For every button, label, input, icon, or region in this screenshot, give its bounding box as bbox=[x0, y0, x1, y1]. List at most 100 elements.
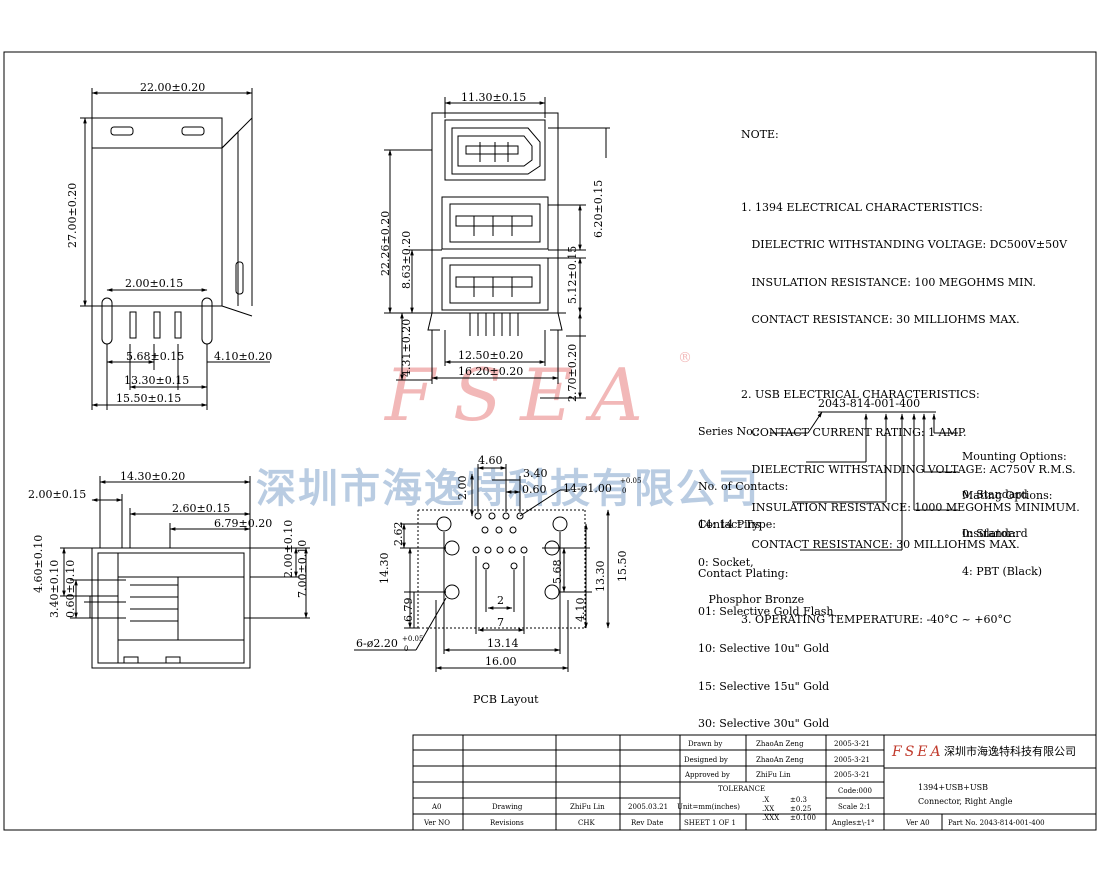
insulator-block: Insulator: 4: PBT (Black) bbox=[962, 503, 1042, 591]
front-view-dims: 22.00±0.20 27.00±0.20 2.00±0.15 5.68±0.1… bbox=[66, 81, 272, 405]
dim-side-width: 11.30±0.15 bbox=[461, 91, 526, 104]
front-view bbox=[80, 88, 270, 410]
insulator-value: 4: PBT (Black) bbox=[962, 564, 1043, 578]
tb-tol-xxx-value: ±0.100 bbox=[790, 814, 816, 822]
notes: NOTE: 1. 1394 ELECTRICAL CHARACTERISTICS… bbox=[741, 104, 1080, 639]
dim-pcb-568: 5.68 bbox=[551, 560, 564, 585]
tb-ver: Ver A0 bbox=[905, 819, 930, 827]
contact-type-block: Contact Type: 0: Socket, Phosphor Bronze bbox=[698, 494, 804, 619]
dim-base: 4.31±0.20 bbox=[400, 319, 413, 377]
dim-pcb-1314: 13.14 bbox=[487, 637, 519, 650]
notes-line: CONTACT RESISTANCE: 30 MILLIOHMS MAX. bbox=[741, 313, 1020, 326]
dim-pin-a: 5.68±0.15 bbox=[126, 350, 184, 363]
mounting-block: Mounting Options: 0: Standard bbox=[962, 426, 1067, 514]
mating-block: Mating Options: 0: Standard bbox=[962, 465, 1052, 553]
tb-drawn-name: ZhaoAn Zeng bbox=[756, 740, 804, 748]
contacts-block: No. of Contacts: 14: 14 Pins bbox=[698, 456, 788, 544]
top-view-dims: 14.30±0.20 2.00±0.15 2.60±0.15 6.79±0.20… bbox=[28, 470, 309, 618]
watermark-registered: ® bbox=[678, 350, 692, 366]
dim-top-i: 7.00±0.10 bbox=[296, 540, 309, 598]
tb-scale: Scale 2:1 bbox=[838, 803, 871, 811]
tb-tolerance: TOLERANCE bbox=[718, 785, 765, 793]
plating-block: Contact Plating: 01: Selective Gold Flas… bbox=[698, 543, 834, 743]
tb-header-revdate: Rev Date bbox=[631, 819, 663, 827]
plating-option: 10: Selective 10u" Gold bbox=[698, 642, 830, 655]
contact-type-value: Phosphor Bronze bbox=[698, 593, 805, 606]
dim-pcb-262: 2.62 bbox=[392, 522, 405, 547]
part-code-leaders bbox=[770, 411, 958, 551]
tb-tol-xx: .XX bbox=[762, 805, 774, 813]
notes-line bbox=[741, 352, 1080, 365]
dim-side-height: 22.26±0.20 bbox=[379, 211, 392, 276]
tb-rev-ver: A0 bbox=[431, 803, 442, 811]
mounting-value: 0: Standard bbox=[962, 487, 1028, 501]
tb-designed-name: ZhaoAn Zeng bbox=[756, 756, 804, 764]
dim-pcb-mount-tol-bot: 0 bbox=[404, 645, 408, 653]
dim-pcb-7: 7 bbox=[497, 616, 504, 629]
pcb-layout bbox=[354, 464, 610, 672]
notes-line: 1. 1394 ELECTRICAL CHARACTERISTICS: bbox=[741, 200, 983, 214]
dim-front-height: 27.00±0.20 bbox=[66, 183, 79, 248]
insulator-title: Insulator: bbox=[962, 527, 1017, 540]
contact-type-value: 0: Socket, bbox=[698, 555, 754, 569]
tb-drawn-date: 2005-3-21 bbox=[834, 740, 870, 748]
notes-line: CONTACT CURRENT RATING: 1 AMP. bbox=[741, 425, 967, 439]
dim-pcb-holes-tol-bot: 0 bbox=[622, 487, 626, 495]
dim-pcb-1600: 16.00 bbox=[485, 655, 517, 668]
contacts-value: 14: 14 Pins bbox=[698, 517, 761, 531]
watermark: FSEA ® 深圳市海逸特科技有限公司 bbox=[256, 350, 760, 512]
tb-company-name: 深圳市海逸特科技有限公司 bbox=[944, 744, 1076, 758]
side-view-dims: 11.30±0.15 22.26±0.20 6.20±0.15 8.63±0.2… bbox=[379, 91, 605, 402]
dim-usb-h1: 6.20±0.15 bbox=[592, 180, 605, 238]
dim-pin-pitch: 2.00±0.15 bbox=[125, 277, 183, 290]
dim-pcb-1330: 13.30 bbox=[594, 561, 607, 593]
tb-rev-drawing: Drawing bbox=[492, 803, 523, 811]
tb-logo-fsea: FSEA bbox=[891, 744, 944, 760]
notes-line: DIELECTRIC WITHSTANDING VOLTAGE: DC500V±… bbox=[741, 238, 1068, 251]
notes-line: 3. OPERATING TEMPERATURE: -40°C ~ +60°C bbox=[741, 613, 1012, 626]
dim-pcb-060: 0.60 bbox=[522, 483, 547, 496]
tb-approved-label: Approved by bbox=[684, 771, 730, 779]
mating-title: Mating Options: bbox=[962, 489, 1053, 502]
dim-top-h: 2.00±0.10 bbox=[282, 520, 295, 578]
dim-top-f: 3.40±0.10 bbox=[48, 560, 61, 618]
dim-pin-d: 15.50±0.15 bbox=[116, 392, 181, 405]
tb-tol-x-value: ±0.3 bbox=[790, 796, 807, 804]
plating-title: Contact Plating: bbox=[698, 567, 789, 580]
notes-line: INSULATION RESISTANCE: 100 MEGOHMS MIN. bbox=[741, 275, 1036, 289]
dim-front-width: 22.00±0.20 bbox=[140, 81, 205, 94]
tb-title-line1: 1394+USB+USB bbox=[918, 783, 988, 792]
tb-header-verno: Ver NO bbox=[423, 819, 450, 827]
watermark-fsea: FSEA bbox=[383, 353, 661, 437]
dim-top-e: 4.60±0.10 bbox=[32, 535, 45, 593]
notes-line: INSULATION RESISTANCE: 1000 MEGOHMS MINI… bbox=[741, 500, 1080, 514]
notes-title: NOTE: bbox=[741, 128, 779, 141]
pcb-dims: 4.60 3.40 0.60 2.00 14-ø1.00 +0.05 0 2.6… bbox=[356, 454, 641, 706]
watermark-company: 深圳市海逸特科技有限公司 bbox=[256, 465, 760, 512]
contacts-title: No. of Contacts: bbox=[698, 480, 789, 493]
tb-tol-x: .X bbox=[762, 796, 769, 804]
part-code: 2043-814-001-400 bbox=[818, 397, 921, 410]
title-block bbox=[412, 734, 1097, 831]
tb-header-revisions: Revisions bbox=[490, 819, 524, 827]
tb-drawn-label: Drawn by bbox=[688, 740, 722, 748]
dim-pcb-mount-tol-top: +0.05 bbox=[402, 635, 423, 643]
dim-usb-h3: 5.12±0.15 bbox=[566, 246, 579, 304]
dim-pin-c: 13.30±0.15 bbox=[124, 374, 189, 387]
tb-approved-date: 2005-3-21 bbox=[834, 771, 870, 779]
dim-top-c: 2.60±0.15 bbox=[172, 502, 230, 515]
notes-line: CONTACT RESISTANCE: 30 MILLIOHMS MAX. bbox=[741, 538, 1020, 551]
dim-pcb-1430: 14.30 bbox=[378, 553, 391, 585]
tb-tol-xx-value: ±0.25 bbox=[790, 805, 811, 813]
dim-pcb-460: 4.60 bbox=[478, 454, 503, 467]
title-block-text: Drawn by ZhaoAn Zeng 2005-3-21 Designed … bbox=[423, 740, 1076, 827]
tb-designed-label: Designed by bbox=[684, 756, 728, 764]
dim-pcb-679: 6.79 bbox=[402, 598, 415, 623]
notes-line: 2. USB ELECTRICAL CHARACTERISTICS: bbox=[741, 388, 980, 401]
tb-units: Unit=mm(inches) bbox=[677, 803, 740, 811]
tb-tol-xxx: .XXX bbox=[762, 814, 779, 822]
dim-side-w3: 16.20±0.20 bbox=[458, 365, 523, 378]
contact-type-title: Contact Type: bbox=[698, 518, 776, 531]
plating-option: 15: Selective 15u" Gold bbox=[698, 679, 830, 693]
